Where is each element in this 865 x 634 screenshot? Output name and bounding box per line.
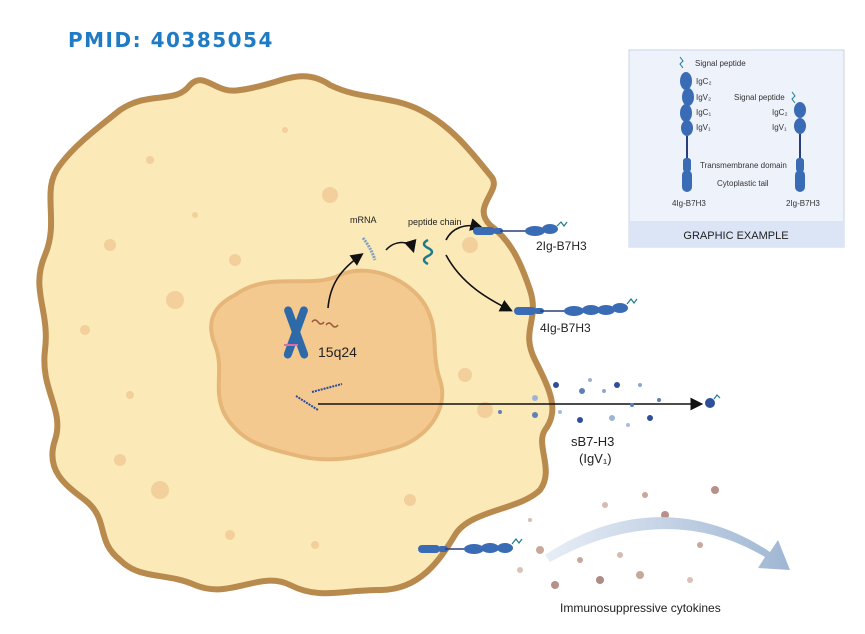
cytokine-particles [517, 486, 719, 589]
2ig-b7h3-label: 2Ig-B7H3 [536, 239, 587, 253]
right-protein-name: 2Ig-B7H3 [786, 199, 820, 208]
left-signal-peptide-label: Signal peptide [695, 59, 746, 68]
peptide-chain-icon [422, 238, 434, 266]
nucleus [209, 268, 445, 462]
cytokines-label: Immunosuppressive cytokines [560, 601, 721, 615]
gene-squiggles [311, 319, 339, 328]
left-domain-label: IgV₂ [696, 93, 711, 102]
chromosome-icon [283, 306, 309, 359]
graphic-example-title: GRAPHIC EXAMPLE [683, 230, 788, 242]
transmembrane-label: Transmembrane domain [700, 161, 787, 170]
mrna-icon [361, 237, 377, 261]
soluble-b7h3-particles [498, 378, 721, 427]
cytoplasm-vesicles [80, 127, 493, 549]
sb7h3-sub-label: (IgV₁) [579, 451, 612, 466]
protein-membrane-b7h3-bottom [418, 538, 523, 554]
4ig-b7h3-label: 4Ig-B7H3 [540, 321, 591, 335]
cytokine-release-arrow [545, 517, 790, 570]
left-domain-label: IgC₁ [696, 108, 711, 117]
left-domain-label: IgC₂ [696, 77, 712, 86]
sb7h3-label: sB7-H3 [571, 434, 614, 449]
protein-2ig-b7h3 [473, 221, 568, 236]
right-signal-peptide-label: Signal peptide [734, 93, 785, 102]
locus-label: 15q24 [318, 344, 357, 360]
left-protein-name: 4Ig-B7H3 [672, 199, 706, 208]
right-domain-label: IgV₁ [772, 123, 787, 132]
pathway-arrows [318, 218, 704, 411]
cytoplasmic-tail-label: Cytoplastic tail [717, 179, 769, 188]
graphic-example-panel: GRAPHIC EXAMPLE Signal peptide IgC₂ IgV₂… [628, 49, 845, 248]
peptide-chain-label: peptide chain [408, 217, 462, 227]
pmid-label: PMID: 40385054 [68, 28, 274, 52]
protein-4ig-b7h3 [514, 298, 638, 316]
mrna-label: mRNA [350, 215, 377, 225]
dna-strands-icon [295, 383, 343, 411]
right-domain-label: IgC₂ [772, 108, 788, 117]
left-domain-label: IgV₁ [696, 123, 711, 132]
